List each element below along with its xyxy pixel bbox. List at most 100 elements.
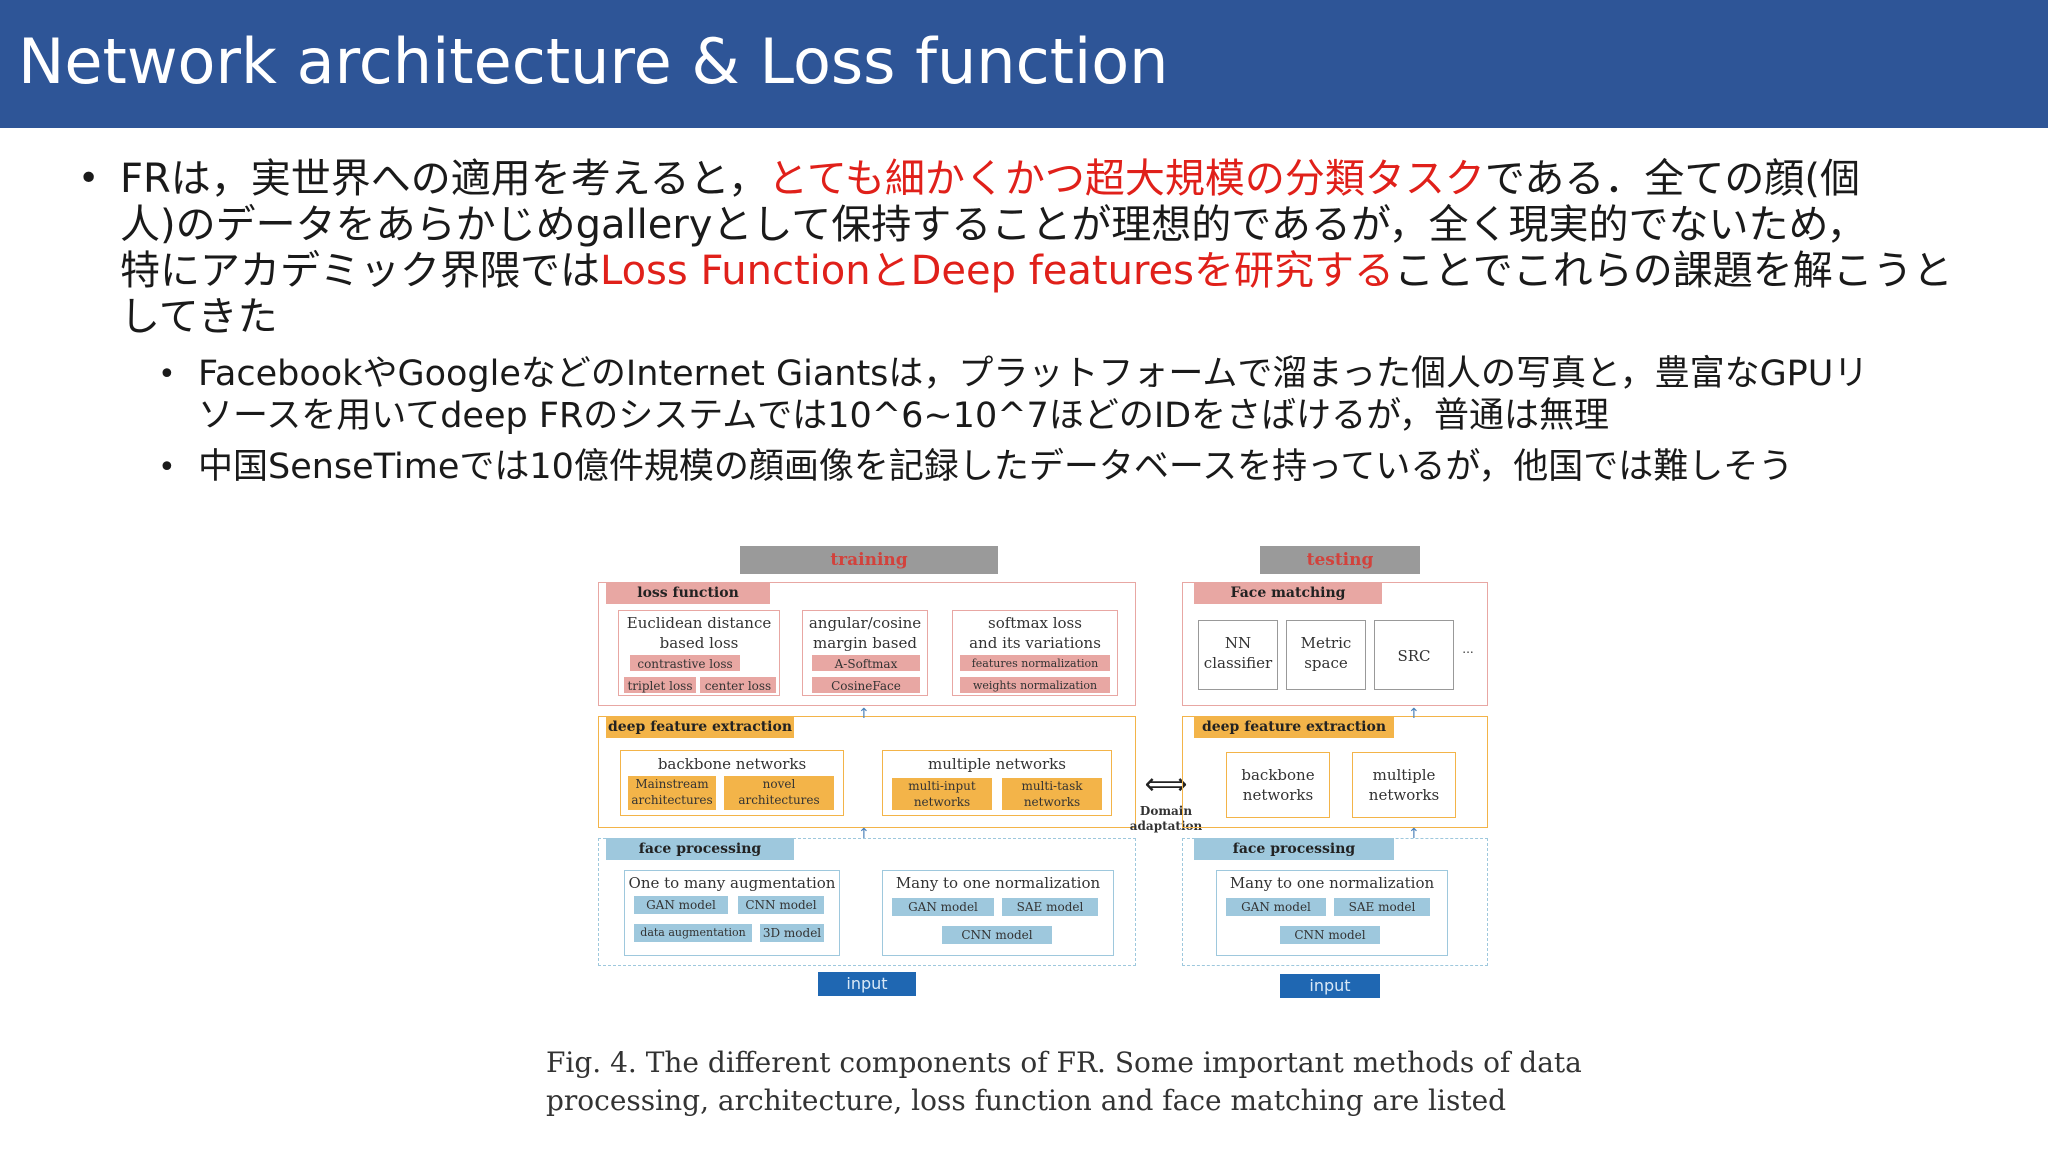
softmax-label-2: and its variations <box>969 634 1101 652</box>
face-matching-header: Face matching <box>1194 582 1382 604</box>
softmax-label-1: softmax loss <box>988 614 1082 632</box>
domain-line-1: Domain <box>1139 804 1193 818</box>
mainstream-line-1: Mainstream <box>635 777 709 791</box>
multi-task-line-2: networks <box>1023 795 1081 809</box>
multiple-networks-label: multiple networks <box>928 755 1066 773</box>
training-input: input <box>818 972 916 996</box>
sub-bullet-2-line-1: 中国SenseTimeでは10億件規模の顔画像を記録したデータベースを持っている… <box>198 447 1794 487</box>
src-box: SRC <box>1374 620 1454 690</box>
novel-line-1: novel <box>762 777 796 791</box>
backbone-label: backbone networks <box>657 755 807 773</box>
bidirectional-arrow-icon: ⟺ <box>1144 767 1188 802</box>
cnn-model-tag: CNN model <box>942 926 1052 944</box>
one-to-many-label: One to many augmentation <box>628 874 836 892</box>
arrow-up-icon: ↑ <box>858 706 870 722</box>
sub-bullet-dot: • <box>158 450 176 485</box>
multi-task-line-1: multi-task <box>1021 779 1083 793</box>
metric-space-box: Metric space <box>1286 620 1366 690</box>
cosineface-tag: CosineFace <box>812 677 920 693</box>
metric-line-2: space <box>1304 654 1348 672</box>
testing-header: testing <box>1260 546 1420 574</box>
bullet-highlight: とても細かくかつ超大規模の分類タスク <box>768 156 1485 202</box>
contrastive-loss-tag: contrastive loss <box>630 655 740 671</box>
test-gan-model-tag: GAN model <box>1226 898 1326 916</box>
features-normalization-tag: features normalization <box>960 655 1110 671</box>
bullet-dot: • <box>78 158 100 199</box>
test-deep-feature-header: deep feature extraction <box>1194 716 1394 738</box>
metric-line-1: Metric <box>1300 634 1352 652</box>
ellipsis: ... <box>1462 642 1474 656</box>
novel-line-2: architectures <box>738 793 820 807</box>
fr-components-figure: training testing loss function Euclidean… <box>590 540 1510 998</box>
euclidean-label-2: based loss <box>659 634 739 652</box>
testing-input: input <box>1280 974 1380 998</box>
euclidean-label-1: Euclidean distance <box>626 614 772 632</box>
backbone-box <box>620 750 844 816</box>
many-to-one-box <box>882 870 1114 956</box>
test-cnn-model-tag: CNN model <box>1280 926 1380 944</box>
nn-classifier-box: NN classifier <box>1198 620 1278 690</box>
sub-bullet-1-line-2: ソースを用いてdeep FRのシステムでは10^6~10^7ほどのIDをさばける… <box>198 396 1609 436</box>
training-header: training <box>740 546 998 574</box>
bullet-text: である．全ての顔(個 <box>1484 156 1861 202</box>
bullet-main-line-3: 特にアカデミック界隈ではLoss FunctionとDeep featuresを… <box>120 248 1953 294</box>
cnn-model-tag: CNN model <box>738 896 824 914</box>
face-processing-section <box>598 838 1136 966</box>
sub-bullet-dot: • <box>158 357 176 392</box>
sae-model-tag: SAE model <box>1002 898 1098 916</box>
test-backbone-line-1: backbone <box>1241 766 1315 784</box>
bullet-text: FRは，実世界への適用を考えると， <box>120 156 769 202</box>
weights-normalization-tag: weights normalization <box>960 677 1110 693</box>
test-sae-model-tag: SAE model <box>1334 898 1430 916</box>
title-bar: Network architecture & Loss function <box>0 0 2048 128</box>
multi-task-tag: multi-task networks <box>1002 778 1102 810</box>
test-multiple-line-2: networks <box>1368 786 1440 804</box>
slide-title: Network architecture & Loss function <box>18 25 1169 98</box>
test-backbone-box: backbone networks <box>1226 752 1330 818</box>
deep-feature-header: deep feature extraction <box>606 716 794 738</box>
loss-function-header: loss function <box>606 582 770 604</box>
arrow-up-icon: ↑ <box>858 826 870 842</box>
multi-input-tag: multi-input networks <box>892 778 992 810</box>
sub-bullet-1-line-1: FacebookやGoogleなどのInternet Giantsは，プラットフ… <box>198 354 1869 394</box>
arrow-up-icon: ↑ <box>1408 706 1420 722</box>
test-multiple-line-1: multiple <box>1372 766 1436 784</box>
multiple-networks-box <box>882 750 1112 816</box>
one-to-many-box <box>624 870 840 956</box>
triplet-loss-tag: triplet loss <box>624 677 696 693</box>
mainstream-tag: Mainstream architectures <box>628 776 716 810</box>
bullet-text: 特にアカデミック界隈では <box>120 248 600 294</box>
nn-line-1: NN <box>1224 634 1252 652</box>
figure-caption-line-1: Fig. 4. The different components of FR. … <box>546 1046 1582 1079</box>
softmax-box <box>952 610 1118 696</box>
gan-model-tag: GAN model <box>634 896 728 914</box>
multi-input-line-1: multi-input <box>908 779 976 793</box>
test-face-processing-header: face processing <box>1194 838 1394 860</box>
test-multiple-box: multiple networks <box>1352 752 1456 818</box>
mainstream-line-2: architectures <box>631 793 713 807</box>
center-loss-tag: center loss <box>700 677 776 693</box>
3d-model-tag: 3D model <box>760 924 824 942</box>
nn-line-2: classifier <box>1203 654 1273 672</box>
novel-tag: novel architectures <box>724 776 834 810</box>
bullet-text: ことでこれらの課題を解こうと <box>1393 248 1953 294</box>
bullet-main-line-2: 人)のデータをあらかじめgalleryとして保持することが理想的であるが，全く現… <box>120 202 1867 248</box>
test-backbone-line-2: networks <box>1242 786 1314 804</box>
euclidean-box <box>618 610 780 696</box>
bullet-main-line-4: してきた <box>120 294 278 340</box>
deep-feature-section <box>598 716 1136 828</box>
domain-line-2: adaptation <box>1129 819 1203 833</box>
test-many-to-one-box <box>1216 870 1448 956</box>
bullet-main-line-1: FRは，実世界への適用を考えると，とても細かくかつ超大規模の分類タスクである．全… <box>120 156 1860 202</box>
bullet-highlight: Loss FunctionとDeep featuresを研究する <box>600 248 1394 294</box>
arrow-up-icon: ↑ <box>1408 826 1420 842</box>
gan-model-tag: GAN model <box>892 898 994 916</box>
face-processing-header: face processing <box>606 838 794 860</box>
a-softmax-tag: A-Softmax <box>812 655 920 671</box>
angular-box <box>802 610 928 696</box>
domain-adaptation-label: Domain adaptation <box>1128 804 1204 834</box>
loss-function-section <box>598 582 1136 706</box>
angular-label-1: angular/cosine <box>808 614 922 632</box>
multi-input-line-2: networks <box>913 795 971 809</box>
test-many-to-one-label: Many to one normalization <box>1229 874 1435 892</box>
